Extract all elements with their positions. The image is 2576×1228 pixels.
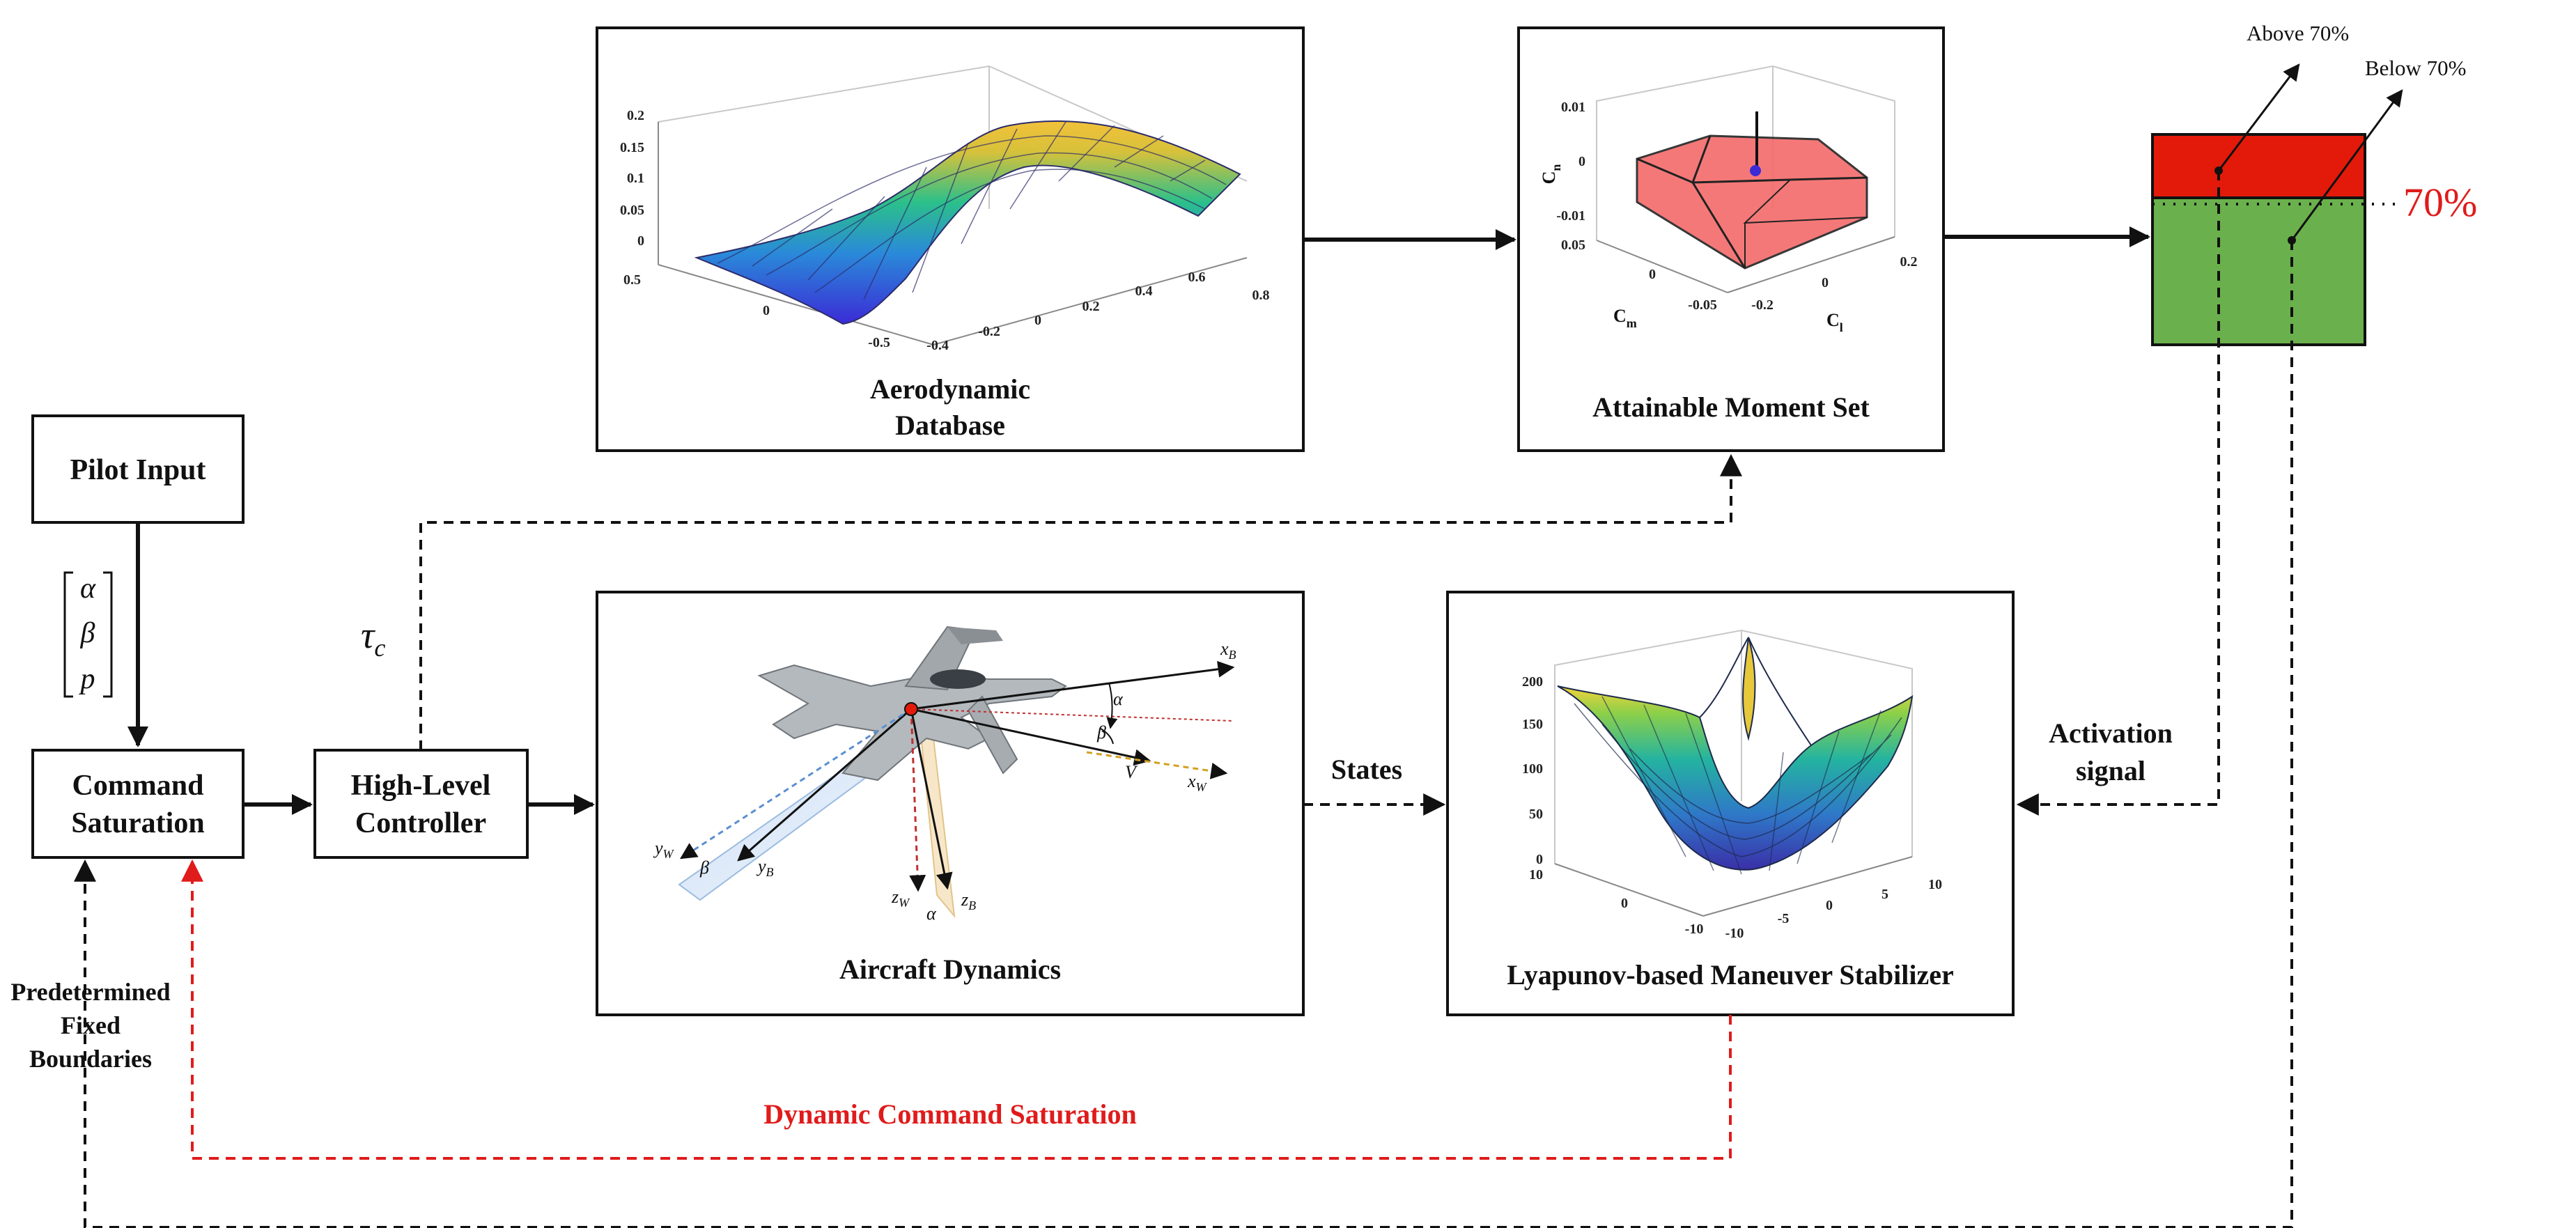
aero-x-tick: 0 (1034, 313, 1041, 328)
above-label: Above 70% (2247, 21, 2349, 45)
aero-y-tick: -0.5 (868, 335, 890, 350)
aero-database-label-line2: Database (895, 410, 1005, 441)
beta-plane-label: β (699, 857, 709, 878)
ams-cl-axis-label: Cl (1826, 310, 1843, 334)
dynamic-saturation-label: Dynamic Command Saturation (763, 1098, 1137, 1130)
alpha-plane-label: α (926, 903, 937, 924)
lyap-x-tick: 5 (1881, 887, 1888, 902)
lyap-y-tick: -10 (1685, 922, 1704, 937)
aero-z-tick: 0.2 (627, 108, 644, 123)
aero-x-tick: 0.8 (1252, 288, 1270, 303)
vector-beta: β (80, 617, 95, 649)
attainable-moment-set-block[interactable]: 0.01 0 -0.01 0.05 0 -0.05 -0.2 0 0.2 Cn … (1517, 26, 1945, 452)
pilot-input-block[interactable]: Pilot Input (31, 414, 245, 524)
gauge-below-region (2151, 196, 2366, 346)
aerodynamic-database-block[interactable]: 0.2 0.15 0.1 0.05 0 0.5 0 -0.5 -0.4 -0.2… (596, 26, 1305, 452)
gauge-above-region (2151, 133, 2366, 199)
pilot-input-label: Pilot Input (70, 454, 206, 486)
velocity-label: V (1125, 762, 1138, 782)
aero-x-tick: -0.2 (978, 324, 1000, 339)
aircraft-dynamics-block[interactable]: xB xW V yW yB zW zB α β β α Aircraft Dyn… (596, 591, 1305, 1016)
states-label: States (1331, 754, 1402, 785)
ams-cl-tick: -0.2 (1751, 297, 1774, 313)
activation-label-line1: Activation (2049, 717, 2173, 749)
fixed-boundaries-dashed-arrow (74, 240, 2293, 1228)
pilot-command-vector: α β p (63, 571, 113, 698)
zw-axis-label: zW (891, 887, 910, 910)
high-level-controller-block[interactable]: High-Level Controller (313, 749, 529, 859)
ams-cl-tick: 0.2 (1900, 254, 1918, 270)
lyap-x-tick: -5 (1778, 911, 1790, 926)
lyap-x-tick: -10 (1725, 926, 1744, 941)
command-saturation-label-line1: Command (72, 770, 203, 802)
aircraft-illustration: xB xW V yW yB zW zB α β β α (653, 625, 1236, 924)
vector-p: p (79, 663, 95, 695)
ams-cm-tick: -0.05 (1688, 297, 1717, 313)
ams-polytope-plot: 0.01 0 -0.01 0.05 0 -0.05 -0.2 0 0.2 Cn … (1539, 65, 1918, 334)
aero-z-tick: 0 (637, 233, 644, 249)
ams-cn-tick: 0.01 (1561, 100, 1585, 115)
lyap-z-tick: 100 (1522, 761, 1543, 777)
yw-axis-label: yW (653, 838, 675, 861)
ams-cm-tick: 0 (1649, 267, 1656, 282)
threshold-gauge: 70% Above 70% Below 70% (2151, 21, 2477, 346)
aircraft-dynamics-label: Aircraft Dynamics (839, 954, 1061, 985)
yb-axis-label: yB (756, 856, 774, 879)
aero-database-label-line1: Aerodynamic (870, 373, 1030, 405)
lyapunov-stabilizer-block[interactable]: 200 150 100 50 0 10 0 -10 -10 -5 0 5 10 … (1446, 591, 2015, 1016)
command-saturation-label-line2: Saturation (71, 807, 204, 839)
aero-z-tick: 0.1 (627, 171, 644, 186)
aero-surface-plot: 0.2 0.15 0.1 0.05 0 0.5 0 -0.5 -0.4 -0.2… (620, 65, 1270, 353)
ams-cm-tick: 0.05 (1561, 238, 1585, 253)
tau-c-label: τc (361, 614, 385, 662)
lyap-y-tick: 10 (1529, 867, 1543, 883)
controller-label-line1: High-Level (351, 770, 491, 802)
command-saturation-block[interactable]: Command Saturation (31, 749, 245, 859)
aero-x-tick: 0.4 (1135, 283, 1153, 299)
aero-z-tick: 0.15 (620, 140, 644, 155)
lyap-x-tick: 10 (1928, 877, 1942, 892)
ams-cn-tick: -0.01 (1556, 208, 1585, 224)
controller-label-line2: Controller (355, 807, 486, 839)
lyapunov-label: Lyapunov-based Maneuver Stabilizer (1507, 959, 1954, 990)
zb-axis-label: zB (961, 889, 976, 912)
lyap-z-tick: 0 (1536, 852, 1543, 867)
beta-angle-label: β (1096, 722, 1106, 743)
below-label: Below 70% (2365, 56, 2467, 80)
fixed-boundaries-label-line2: Fixed (61, 1011, 121, 1039)
aero-x-tick: 0.6 (1188, 270, 1206, 285)
xb-axis-label: xB (1220, 639, 1236, 662)
lyap-z-tick: 150 (1522, 717, 1543, 732)
lyap-y-tick: 0 (1621, 896, 1628, 911)
lyap-x-tick: 0 (1826, 898, 1833, 913)
fixed-boundaries-label-line1: Predetermined (10, 978, 170, 1006)
aero-y-tick: 0 (763, 303, 770, 318)
xw-axis-label: xW (1187, 771, 1208, 794)
dynamic-saturation-dashed-arrow (181, 859, 1732, 1160)
lyapunov-bowl-plot: 200 150 100 50 0 10 0 -10 -10 -5 0 5 10 (1522, 629, 1942, 941)
activation-label-line2: signal (2076, 755, 2146, 786)
aero-x-tick: -0.4 (926, 338, 949, 353)
aero-x-tick: 0.2 (1083, 299, 1100, 314)
aero-y-tick: 0.5 (623, 272, 641, 288)
lyap-z-tick: 50 (1529, 807, 1543, 822)
ams-cm-axis-label: Cm (1613, 306, 1637, 330)
above-arrow (2217, 63, 2300, 171)
ams-cn-tick: 0 (1578, 154, 1585, 169)
below-arrow (2290, 89, 2403, 241)
lyap-z-tick: 200 (1522, 674, 1543, 690)
fixed-boundaries-label-line3: Boundaries (29, 1045, 152, 1073)
alpha-angle-label: α (1113, 689, 1124, 709)
ams-cl-tick: 0 (1822, 275, 1829, 290)
aero-z-tick: 0.05 (620, 203, 644, 218)
ams-label: Attainable Moment Set (1592, 391, 1870, 423)
vector-alpha: α (80, 573, 96, 605)
threshold-label: 70% (2403, 180, 2477, 225)
svg-text:Cn: Cn (1539, 164, 1563, 185)
ams-cn-axis-label: Cn (1539, 164, 1563, 185)
